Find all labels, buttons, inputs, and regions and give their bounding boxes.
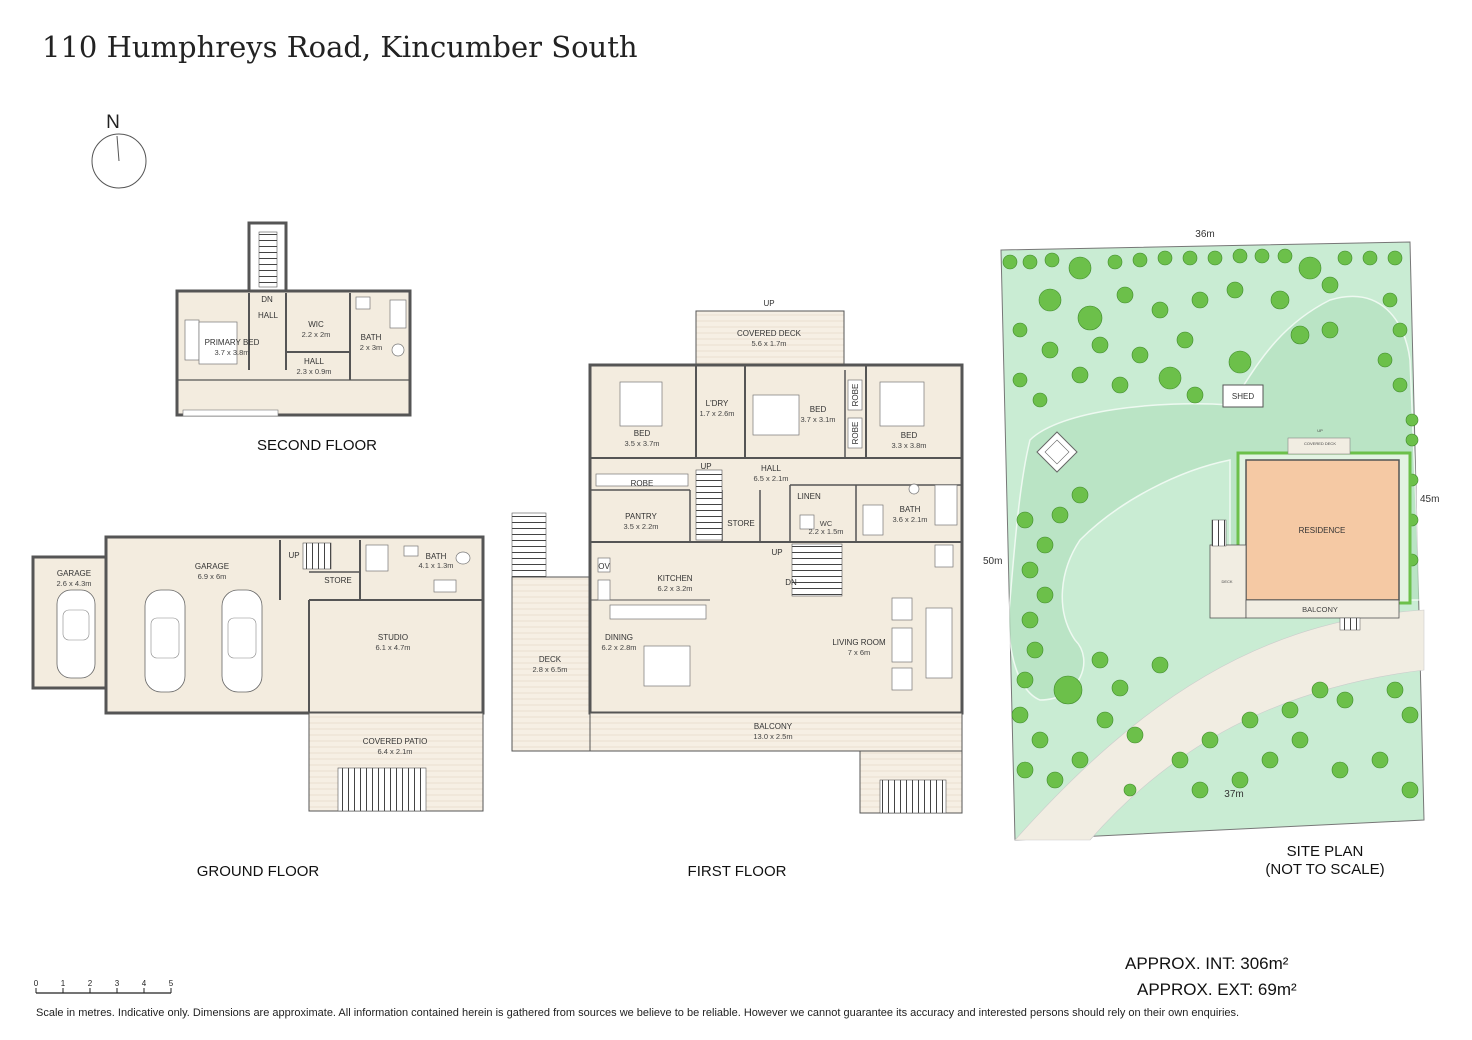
ground-studio-label: STUDIO: [378, 633, 408, 642]
second-primary-bed-dims: 3.7 x 3.8m: [214, 348, 249, 357]
first-up-top-label: UP: [763, 299, 774, 308]
second-primary-bed-label: PRIMARY BED: [205, 338, 260, 347]
second-wic-label: WIC: [308, 320, 324, 329]
second-hall-label: HALL: [304, 357, 325, 366]
first-ov-label: OV: [598, 562, 610, 571]
ground-garage-label: GARAGE: [195, 562, 229, 571]
first-bath-dims: 3.6 x 2.1m: [892, 515, 927, 524]
ground-garage-small-label: GARAGE: [57, 569, 91, 578]
first-robe-v2-label: ROBE: [851, 422, 860, 445]
ground-bath-dims: 4.1 x 1.3m: [418, 561, 453, 570]
disclaimer-text: Scale in metres. Indicative only. Dimens…: [36, 1007, 1240, 1019]
first-bed2-label: BED: [810, 405, 827, 414]
first-up-hall-label: UP: [700, 462, 711, 471]
ground-floor-plan: GARAGE 2.6 x 4.3m GARAGE 6.9 x 6m UP STO…: [31, 535, 485, 880]
scale-tick-5: 5: [169, 979, 174, 988]
first-pantry-dims: 3.5 x 2.2m: [623, 522, 658, 531]
first-ldry-label: L'DRY: [706, 399, 729, 408]
first-dn-stair-label: DN: [785, 578, 797, 587]
second-hall-dims: 2.3 x 0.9m: [296, 367, 331, 376]
first-robe-label: ROBE: [631, 479, 654, 488]
first-store-label: STORE: [727, 519, 754, 528]
site-dim-bottom: 37m: [1224, 789, 1243, 800]
site-deck-label: DECK: [1221, 579, 1232, 584]
first-bed3-label: BED: [901, 431, 918, 440]
second-floor-label: SECOND FLOOR: [257, 437, 377, 454]
site-dim-right: 45m: [1420, 494, 1439, 505]
second-bath-label: BATH: [361, 333, 382, 342]
first-linen-label: LINEN: [797, 492, 821, 501]
site-balcony-label: BALCONY: [1302, 605, 1338, 614]
ground-garage-small-dims: 2.6 x 4.3m: [56, 579, 91, 588]
site-dim-left: 50m: [983, 556, 1002, 567]
first-living-label: LIVING ROOM: [832, 638, 886, 647]
first-bath-label: BATH: [900, 505, 921, 514]
first-floor-label: FIRST FLOOR: [688, 863, 787, 880]
approx-external-area: APPROX. EXT: 69m²: [1137, 980, 1297, 999]
first-deck-label: DECK: [539, 655, 562, 664]
site-shed-label: SHED: [1232, 392, 1254, 401]
site-covered-deck-label: COVERED DECK: [1304, 441, 1336, 446]
ground-bath-label: BATH: [426, 552, 447, 561]
site-plan-label: SITE PLAN: [1287, 843, 1364, 860]
scale-tick-4: 4: [142, 979, 147, 988]
first-hall-label: HALL: [761, 464, 782, 473]
north-compass: N: [91, 112, 147, 189]
first-dining-dims: 6.2 x 2.8m: [601, 643, 636, 652]
second-dn-label: DN: [261, 295, 273, 304]
first-bed3-dims: 3.3 x 3.8m: [891, 441, 926, 450]
first-hall-dims: 6.5 x 2.1m: [753, 474, 788, 483]
first-balcony-dims: 13.0 x 2.5m: [753, 732, 792, 741]
second-floor-plan: DN HALL PRIMARY BED 3.7 x 3.8m WIC 2.2 x…: [175, 221, 412, 454]
ground-patio-dims: 6.4 x 2.1m: [377, 747, 412, 756]
first-robe-v1-label: ROBE: [851, 384, 860, 407]
second-wic-dims: 2.2 x 2m: [302, 330, 331, 339]
site-plan-sublabel: (NOT TO SCALE): [1265, 861, 1384, 878]
first-bed1-dims: 3.5 x 3.7m: [624, 439, 659, 448]
scale-tick-2: 2: [88, 979, 93, 988]
site-dim-top: 36m: [1195, 229, 1214, 240]
ground-up-label: UP: [288, 551, 299, 560]
scale-tick-3: 3: [115, 979, 120, 988]
first-covered-deck-dims: 5.6 x 1.7m: [751, 339, 786, 348]
first-floor-plan: UP COVERED DECK 5.6 x 1.7m BED 3.5 x 3.7…: [511, 299, 964, 880]
site-residence-label: RESIDENCE: [1299, 526, 1346, 535]
first-ldry-dims: 1.7 x 2.6m: [699, 409, 734, 418]
first-pantry-label: PANTRY: [625, 512, 657, 521]
scale-tick-1: 1: [61, 979, 66, 988]
first-bed2-dims: 3.7 x 3.1m: [800, 415, 835, 424]
scale-bar: 0 1 2 3 4 5: [34, 979, 174, 994]
first-wc-dims: 2.2 x 1.5m: [808, 527, 843, 536]
first-covered-deck-label: COVERED DECK: [737, 329, 802, 338]
first-living-dims: 7 x 6m: [848, 648, 871, 657]
scale-tick-0: 0: [34, 979, 39, 988]
site-trees: [1002, 248, 1419, 799]
second-hall-top-label: HALL: [258, 311, 279, 320]
first-deck-dims: 2.8 x 6.5m: [532, 665, 567, 674]
ground-garage-dims: 6.9 x 6m: [198, 572, 227, 581]
page-title: 110 Humphreys Road, Kincumber South: [42, 30, 638, 64]
second-bath-dims: 2 x 3m: [360, 343, 383, 352]
first-up-stair-label: UP: [771, 548, 782, 557]
ground-store-label: STORE: [324, 576, 351, 585]
ground-floor-label: GROUND FLOOR: [197, 863, 320, 880]
first-balcony-label: BALCONY: [754, 722, 793, 731]
site-up-label: UP: [1317, 428, 1323, 433]
ground-studio-dims: 6.1 x 4.7m: [375, 643, 410, 652]
ground-patio-label: COVERED PATIO: [363, 737, 428, 746]
site-plan: SHED COVERED DECK UP RESIDENCE DECK BALC…: [983, 229, 1439, 878]
site-gazebo: [1036, 431, 1078, 473]
first-kitchen-label: KITCHEN: [657, 574, 692, 583]
first-dining-label: DINING: [605, 633, 633, 642]
first-bed1-label: BED: [634, 429, 651, 438]
first-kitchen-dims: 6.2 x 3.2m: [657, 584, 692, 593]
approx-internal-area: APPROX. INT: 306m²: [1125, 954, 1289, 973]
first-wc-label: WC: [820, 519, 833, 528]
compass-label: N: [106, 112, 120, 133]
